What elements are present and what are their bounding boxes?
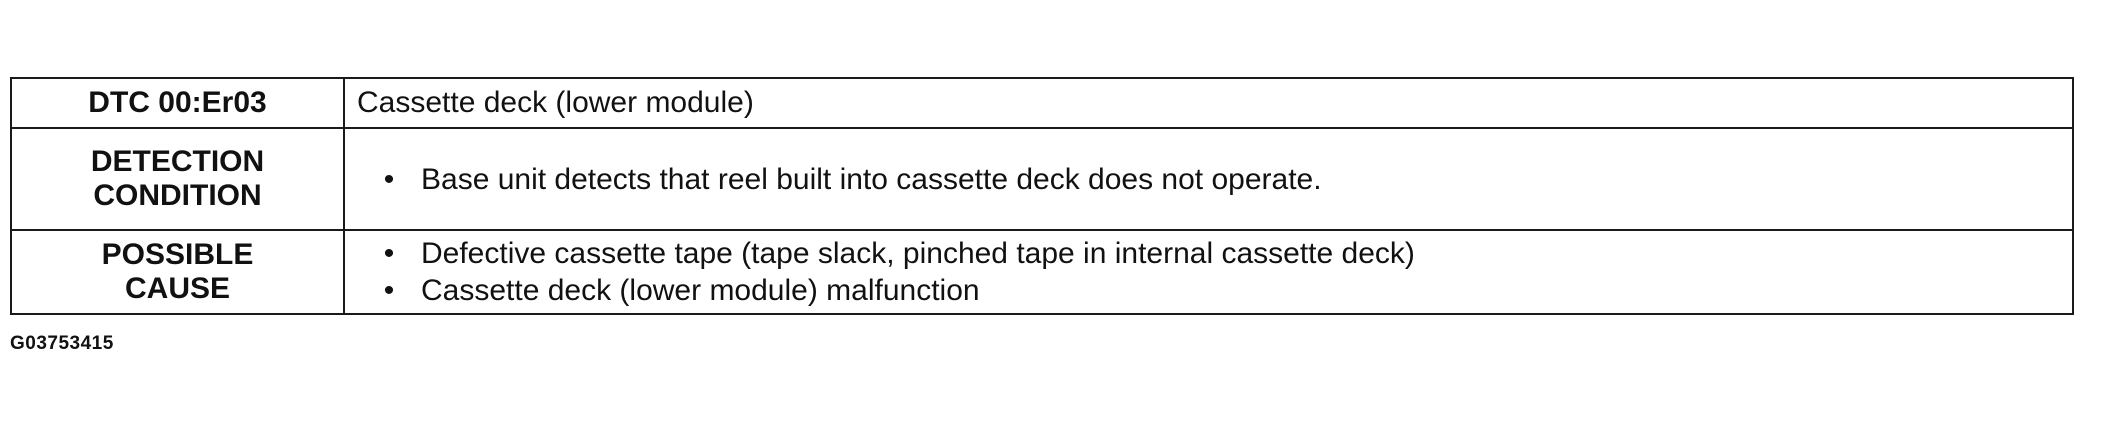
detection-label-line-1: DETECTION [90, 145, 265, 178]
table-row-dtc: DTC 00:Er03 Cassette deck (lower module) [10, 77, 2074, 129]
detection-condition-value: • Base unit detects that reel built into… [343, 127, 2074, 231]
detection-condition-label: DETECTION CONDITION [10, 127, 345, 231]
bullet-icon: • [383, 274, 395, 307]
list-item: • Defective cassette tape (tape slack, p… [379, 235, 2072, 272]
detection-bullet-text: Base unit detects that reel built into c… [421, 162, 1322, 196]
cause-label-line-2: CAUSE [124, 272, 230, 305]
bullet-icon: • [383, 162, 395, 196]
dtc-table: DTC 00:Er03 Cassette deck (lower module)… [10, 77, 2074, 315]
list-item: • Cassette deck (lower module) malfuncti… [379, 272, 2072, 309]
table-row-detection-condition: DETECTION CONDITION • Base unit detects … [10, 127, 2074, 231]
cause-label-line-1: POSSIBLE [101, 238, 254, 271]
dtc-code-label: DTC 00:Er03 [10, 77, 345, 129]
dtc-description: Cassette deck (lower module) [343, 77, 2074, 129]
detection-bullet-list: • Base unit detects that reel built into… [357, 161, 2072, 198]
figure-id: G03753415 [10, 333, 114, 354]
possible-cause-value: • Defective cassette tape (tape slack, p… [343, 229, 2074, 315]
table-row-possible-cause: POSSIBLE CAUSE • Defective cassette tape… [10, 229, 2074, 315]
cause-bullet-text-1: Defective cassette tape (tape slack, pin… [421, 237, 1415, 270]
detection-label-line-2: CONDITION [93, 179, 262, 212]
possible-cause-label: POSSIBLE CAUSE [10, 229, 345, 315]
list-item: • Base unit detects that reel built into… [379, 161, 2072, 198]
cause-bullet-list: • Defective cassette tape (tape slack, p… [357, 235, 2072, 309]
bullet-icon: • [383, 237, 395, 270]
cause-bullet-text-2: Cassette deck (lower module) malfunction [421, 274, 980, 307]
